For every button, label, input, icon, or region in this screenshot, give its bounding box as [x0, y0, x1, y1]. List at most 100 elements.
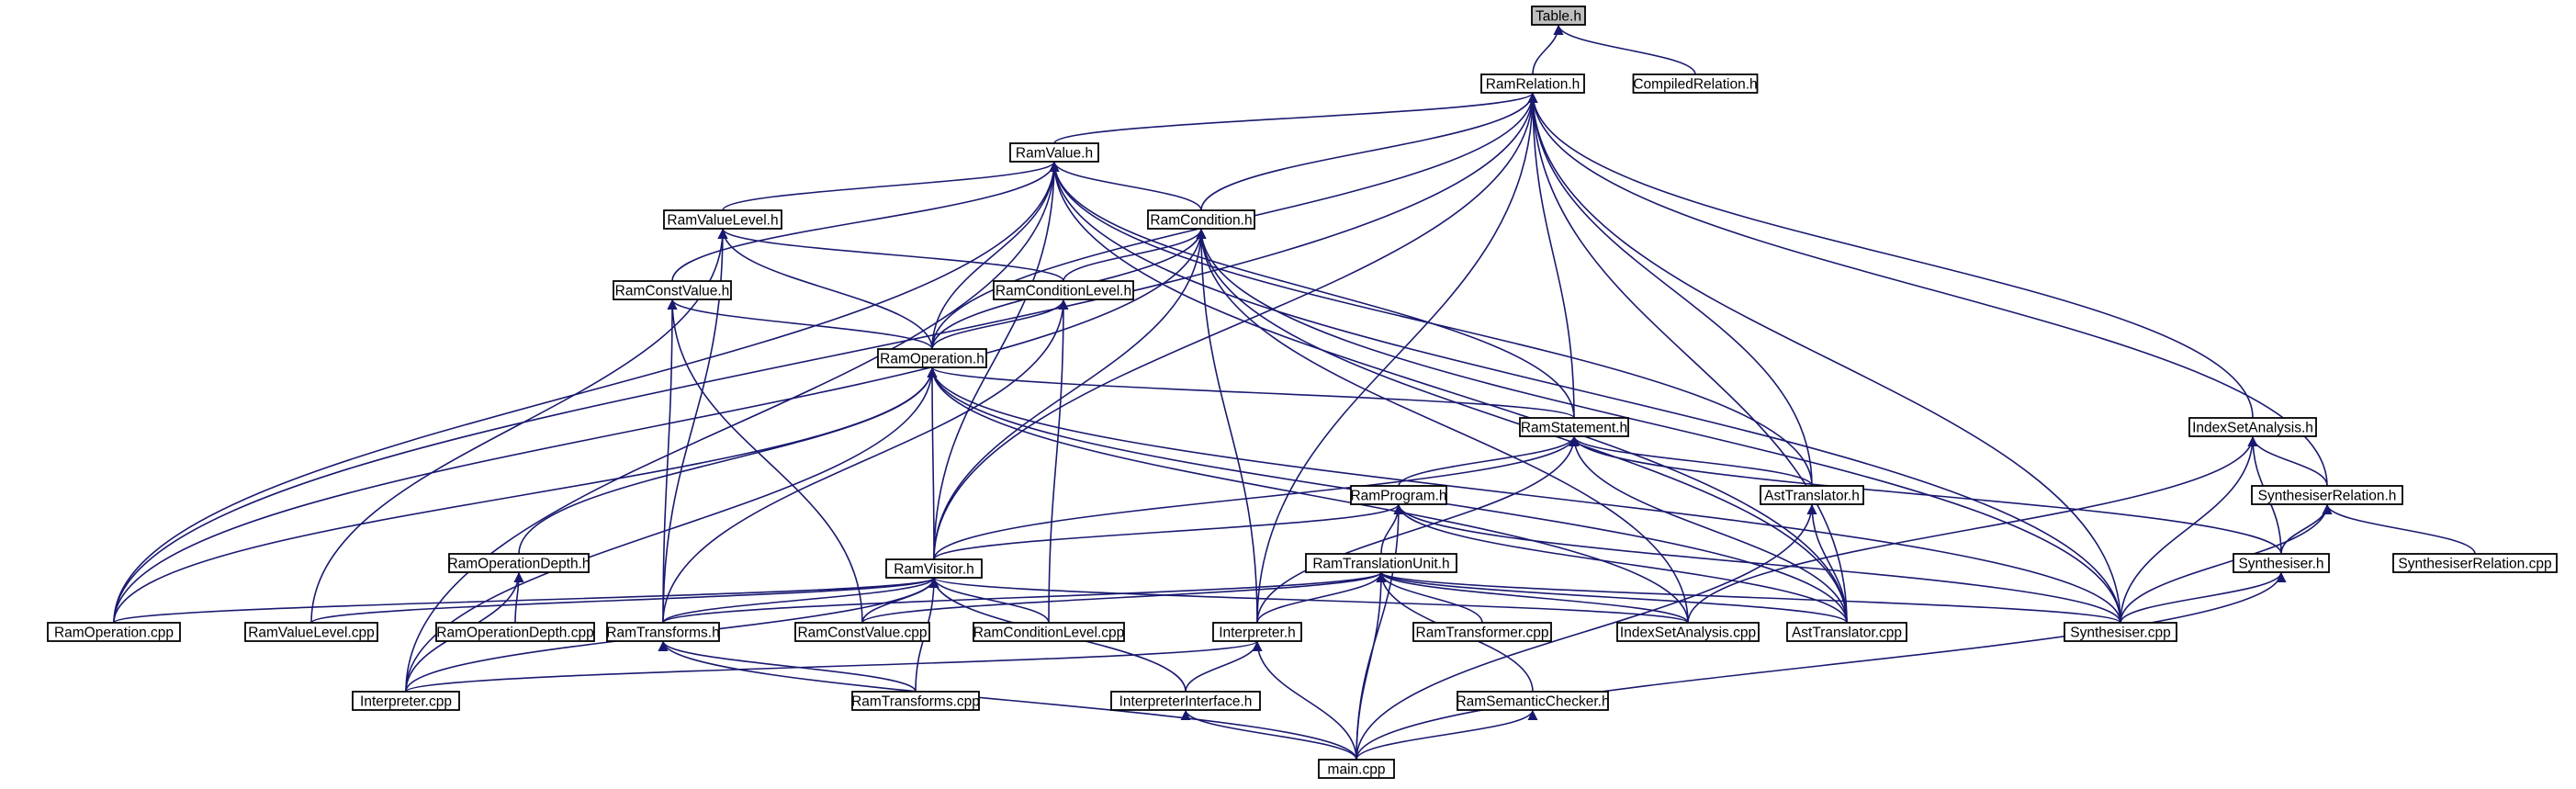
node-ramoperation-cpp[interactable]: RamOperation.cpp [47, 622, 181, 642]
node-ramrelation-h[interactable]: RamRelation.h [1480, 73, 1585, 94]
edge-synthesiser-cpp-to-ramtranslationunit-h [1376, 571, 2121, 624]
node-ramtransforms-h[interactable]: RamTransforms.h [606, 622, 720, 642]
node-ramconstvalue-cpp[interactable]: RamConstValue.cpp [794, 622, 930, 642]
node-ramoperationdepth-cpp[interactable]: RamOperationDepth.cpp [435, 622, 595, 642]
node-box [1147, 209, 1255, 230]
node-ramsemanticchecker-h[interactable]: RamSemanticChecker.h [1456, 691, 1610, 711]
node-ramvalue-h[interactable]: RamValue.h [1009, 142, 1099, 163]
edge-asttranslator-cpp-to-ramtranslationunit-h [1376, 571, 1848, 624]
node-ramtransforms-cpp[interactable]: RamTransforms.cpp [851, 691, 980, 711]
edge-interpreter-cpp-to-interpreter-h [405, 640, 1263, 693]
edge-ramoperationdepth-h-to-ramoperation-h [518, 366, 938, 555]
node-ramoperation-h[interactable]: RamOperation.h [877, 348, 987, 368]
edge-indexsetanalysis-cpp-to-indexsetanalysis-h [1687, 435, 2258, 624]
node-box [877, 348, 987, 368]
edge-compiledrelation-h-to-table-h [1553, 24, 1696, 75]
node-label: Synthesiser.h [2238, 557, 2323, 572]
node-box [1519, 417, 1629, 437]
node-label: RamConditionLevel.cpp [973, 626, 1125, 641]
node-indexsetanalysis-cpp[interactable]: IndexSetAnalysis.cpp [1616, 622, 1760, 642]
node-ramconstvalue-h[interactable]: RamConstValue.h [613, 280, 732, 300]
edge-main-cpp-to-ramsemanticchecker-h [1355, 709, 1538, 761]
edge-ramvisitor-h-to-ramoperation-h [927, 366, 938, 560]
node-box [1318, 759, 1395, 779]
node-asttranslator-cpp[interactable]: AstTranslator.cpp [1786, 622, 1907, 642]
node-synthesiserrelation-h[interactable]: SynthesiserRelation.h [2251, 485, 2403, 505]
edge-asttranslator-cpp-to-ramprogram-h [1393, 503, 1848, 624]
edge-ramconstvalue-cpp-to-ramtranslationunit-h [861, 571, 1387, 624]
node-ramvaluelevel-h[interactable]: RamValueLevel.h [663, 209, 782, 230]
node-box [435, 622, 595, 642]
node-ramoperationdepth-h[interactable]: RamOperationDepth.h [447, 553, 591, 573]
node-ramvisitor-h[interactable]: RamVisitor.h [885, 558, 983, 579]
edge-ramtransforms-h-to-ramconditionlevel-h [662, 299, 1069, 624]
edge-indexsetanalysis-h-to-ramrelation-h [1527, 92, 2254, 419]
node-label: RamValue.h [1016, 146, 1093, 162]
node-ramprogram-h[interactable]: RamProgram.h [1350, 485, 1447, 505]
node-box [1760, 485, 1864, 505]
node-synthesiser-h[interactable]: Synthesiser.h [2233, 553, 2330, 573]
node-ramconditionlevel-cpp[interactable]: RamConditionLevel.cpp [973, 622, 1125, 642]
edge-asttranslator-h-to-ramrelation-h [1527, 92, 1813, 487]
node-main-cpp[interactable]: main.cpp [1318, 759, 1395, 779]
node-indexsetanalysis-h[interactable]: IndexSetAnalysis.h [2188, 417, 2317, 437]
node-ramstatement-h[interactable]: RamStatement.h [1519, 417, 1629, 437]
node-ramtranslationunit-h[interactable]: RamTranslationUnit.h [1305, 553, 1457, 573]
node-box [2251, 485, 2403, 505]
node-box [1212, 622, 1302, 642]
node-box [244, 622, 378, 642]
node-box [1632, 73, 1759, 94]
edge-ramtransforms-cpp-to-ramtransforms-h [658, 640, 917, 693]
node-box [794, 622, 930, 642]
node-interpreterinterface-h[interactable]: InterpreterInterface.h [1110, 691, 1261, 711]
node-synthesiserrelation-cpp[interactable]: SynthesiserRelation.cpp [2392, 553, 2558, 573]
node-interpreter-cpp[interactable]: Interpreter.cpp [352, 691, 460, 711]
edge-synthesiser-cpp-to-ramoperation-h [927, 366, 2121, 624]
edge-interpreter-h-to-ramtranslationunit-h [1256, 571, 1387, 624]
node-label: InterpreterInterface.h [1119, 694, 1253, 710]
node-box [1350, 485, 1447, 505]
node-label: RamConstValue.h [615, 284, 730, 299]
node-interpreter-h[interactable]: Interpreter.h [1212, 622, 1302, 642]
edge-asttranslator-h-to-ramstatement-h [1569, 435, 1813, 487]
node-ramcondition-h[interactable]: RamCondition.h [1147, 209, 1255, 230]
edge-ramvaluelevel-h-to-ramvalue-h [722, 161, 1060, 211]
node-synthesiser-cpp[interactable]: Synthesiser.cpp [2064, 622, 2177, 642]
node-label: RamProgram.h [1350, 489, 1446, 504]
node-asttranslator-h[interactable]: AstTranslator.h [1760, 485, 1864, 505]
node-label: RamConditionLevel.h [996, 284, 1131, 299]
edge-ramvaluelevel-cpp-to-ramvisitor-h [310, 577, 939, 624]
node-compiledrelation-h[interactable]: CompiledRelation.h [1632, 73, 1759, 94]
node-label: RamStatement.h [1521, 421, 1627, 436]
node-box [1786, 622, 1907, 642]
edge-asttranslator-h-to-ramvalue-h [1049, 161, 1813, 487]
edge-synthesiser-cpp-to-ramprogram-h [1393, 503, 2121, 624]
node-label: RamTransforms.h [606, 626, 719, 641]
node-label: SynthesiserRelation.cpp [2398, 557, 2551, 572]
node-label: RamOperationDepth.cpp [436, 626, 593, 641]
edge-ramoperation-h-to-ramconditionlevel-h [931, 299, 1069, 350]
edge-interpreter-cpp-to-ramvalue-h [405, 161, 1060, 693]
node-box [1616, 622, 1760, 642]
edge-ramconditionlevel-cpp-to-ramconditionlevel-h [1048, 299, 1069, 624]
node-box [2392, 553, 2558, 573]
edge-ramvisitor-h-to-ramprogram-h [933, 503, 1404, 560]
edge-asttranslator-cpp-to-asttranslator-h [1806, 503, 1848, 624]
edge-synthesiserrelation-h-to-indexsetanalysis-h [2247, 435, 2328, 487]
edges-layer [113, 24, 2476, 761]
node-box [663, 209, 782, 230]
edge-ramvisitor-h-to-ramstatement-h [933, 435, 1580, 560]
edge-ramtransforms-h-to-ramvisitor-h [662, 577, 939, 624]
node-label: Interpreter.cpp [360, 694, 452, 710]
node-label: RamOperationDepth.h [447, 557, 590, 572]
node-label: AstTranslator.h [1764, 489, 1860, 504]
edge-asttranslator-cpp-to-ramvalue-h [1049, 161, 1848, 624]
node-ramtransformer-cpp[interactable]: RamTransformer.cpp [1412, 622, 1552, 642]
edge-synthesiserrelation-h-to-ramrelation-h [1527, 92, 2328, 487]
node-ramvaluelevel-cpp[interactable]: RamValueLevel.cpp [244, 622, 378, 642]
node-ramconditionlevel-h[interactable]: RamConditionLevel.h [993, 280, 1134, 300]
node-box [1412, 622, 1552, 642]
edge-interpreter-h-to-ramcondition-h [1196, 228, 1258, 624]
node-table-h[interactable]: Table.h [1531, 6, 1586, 26]
